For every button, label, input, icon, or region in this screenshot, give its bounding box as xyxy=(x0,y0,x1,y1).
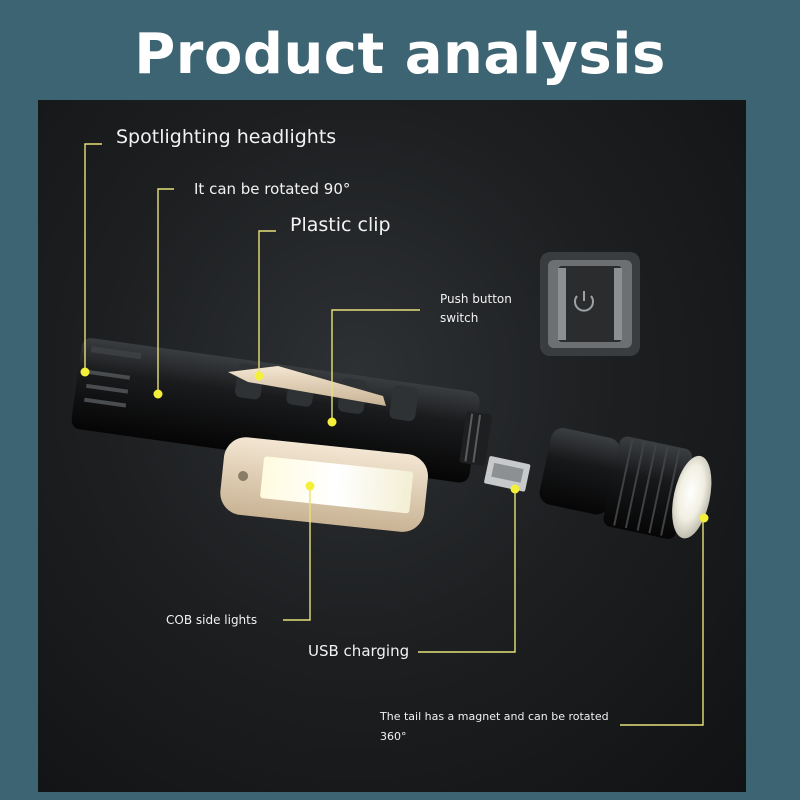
plastic-clip xyxy=(228,366,386,406)
label-usb-charging: USB charging xyxy=(308,642,410,660)
usb-plug xyxy=(484,456,531,492)
label-push-button: Push button switch xyxy=(440,292,512,325)
push-button-inset xyxy=(540,252,640,356)
page-title: Product analysis xyxy=(134,22,666,87)
power-icon xyxy=(574,291,594,312)
label-tail-magnet: The tail has a magnet and can be rotated… xyxy=(380,710,609,743)
callout-dots xyxy=(80,367,709,523)
label-spotlighting-headlights: Spotlighting headlights xyxy=(116,126,337,148)
tail-cap xyxy=(539,428,712,539)
cob-side-light xyxy=(220,437,428,532)
product-image-panel: Spotlighting headlights It can be rotate… xyxy=(38,100,746,792)
label-rotate-90: It can be rotated 90° xyxy=(194,180,351,198)
flashlight-illustration xyxy=(71,143,712,726)
callout-lines xyxy=(84,143,704,726)
label-cob-side-lights: COB side lights xyxy=(166,613,258,627)
label-plastic-clip: Plastic clip xyxy=(290,214,391,236)
